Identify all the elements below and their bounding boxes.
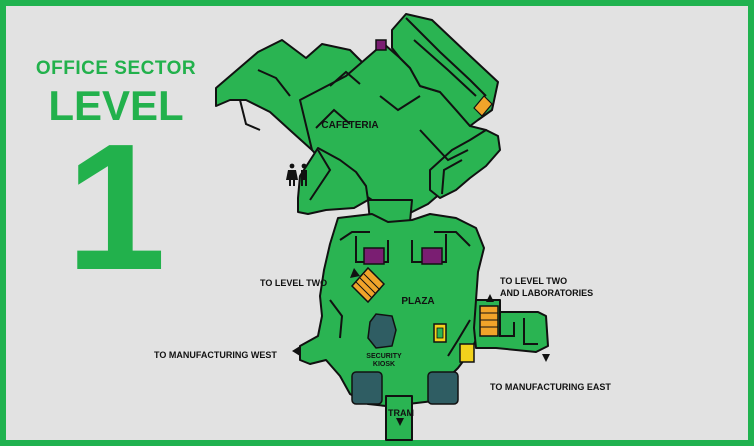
tram-label: TRAM (388, 408, 414, 418)
security-kiosk (367, 313, 397, 349)
stairs-north-icon (473, 95, 493, 117)
security-label-line1: SECURITY (366, 353, 402, 360)
stairs-icon (350, 266, 386, 304)
cafeteria-label: CAFETERIA (321, 120, 378, 131)
north-door (375, 39, 387, 51)
arrow-up-icon (486, 294, 494, 302)
arrow-left-icon (292, 346, 300, 356)
plaza-room-left (363, 247, 385, 265)
to-manufacturing-west-label: TO MANUFACTURING WEST (154, 350, 277, 360)
to-level-two-label: TO LEVEL TWO (260, 278, 327, 288)
north-east-wing (391, 13, 499, 127)
arrow-right-icon (542, 354, 550, 362)
security-label-line2: KIOSK (373, 361, 395, 368)
plaza-room-right (421, 247, 443, 265)
east-rooms (429, 129, 501, 199)
restroom-icon (286, 163, 307, 186)
sector-title: OFFICE SECTOR (35, 58, 197, 79)
kiosk-right (427, 371, 459, 405)
to-level-two-labs-line1: TO LEVEL TWO (500, 276, 567, 286)
interior-walls (239, 17, 538, 357)
stairs-east-icon (479, 305, 499, 337)
west-rooms (297, 147, 369, 215)
to-manufacturing-east-label: TO MANUFACTURING EAST (490, 382, 611, 392)
plaza-label: PLAZA (401, 296, 434, 307)
kiosk-left (351, 371, 383, 405)
to-level-two-labs-line2: AND LABORATORIES (500, 288, 593, 298)
level-number: 1 (65, 107, 167, 308)
east-yellow-block (459, 343, 475, 363)
arrow-down-icon (396, 418, 404, 426)
elevator-icon (433, 323, 447, 343)
level-title: LEVEL (48, 82, 184, 129)
stairs-arrow-icon (350, 268, 360, 278)
